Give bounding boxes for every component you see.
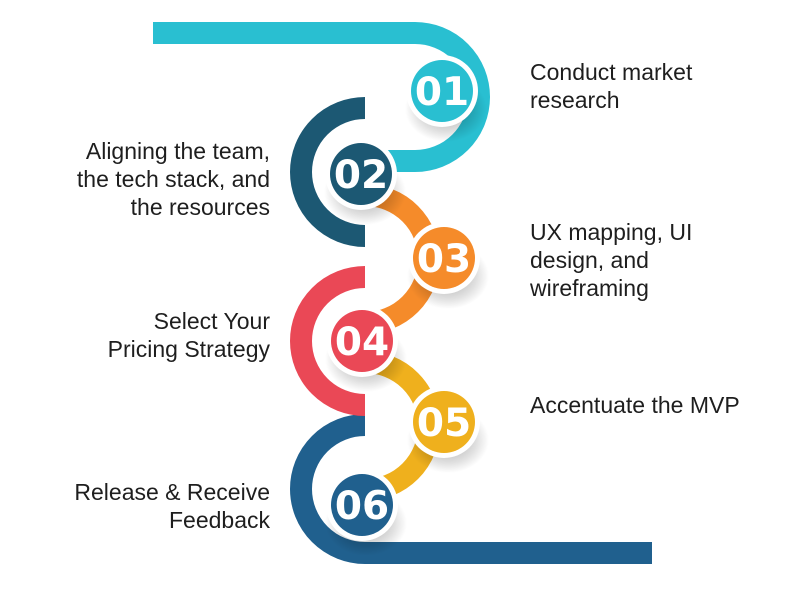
step-2-badge: 02 [324, 138, 406, 225]
step-1-label: Conduct market research [530, 58, 692, 114]
step-1-label-line: research [530, 87, 620, 113]
step-3-number: 03 [417, 237, 471, 282]
step-2-label-line: Aligning the team, [85, 138, 270, 164]
step-6-label-line: Release & Receive [74, 479, 270, 505]
step-4-badge: 04 [325, 305, 407, 392]
step-3-label: UX mapping, UI design, and wireframing [530, 218, 692, 302]
step-5-badge: 05 [407, 386, 489, 473]
step-3-label-line: design, and [530, 247, 649, 273]
step-5-label-line: Accentuate the MVP [530, 392, 740, 418]
step-2-number: 02 [334, 153, 388, 198]
step-2-label-line: the resources [130, 194, 270, 220]
step-4-label-line: Select Your [153, 308, 270, 334]
step-6-label: Release & Receive Feedback [74, 478, 270, 534]
step-2-label: Aligning the team, the tech stack, and t… [77, 137, 270, 221]
step-4-number: 04 [335, 320, 389, 365]
step-4-label-line: Pricing Strategy [107, 336, 270, 362]
step-6-badge: 06 [325, 469, 407, 556]
step-2-label-line: the tech stack, and [76, 166, 270, 192]
step-3-badge: 03 [407, 222, 489, 309]
step-1-number: 01 [415, 70, 469, 115]
step-1-label-line: Conduct market [530, 59, 693, 85]
step-3-label-line: wireframing [530, 275, 649, 301]
step-6-number: 06 [335, 484, 389, 529]
step-3-label-line: UX mapping, UI [530, 219, 693, 245]
step-5-number: 05 [417, 401, 471, 446]
step-5-label: Accentuate the MVP [530, 391, 740, 419]
step-6-label-line: Feedback [168, 507, 270, 533]
step-1-badge: 01 [405, 55, 487, 142]
ribbon-arc-4 [290, 266, 366, 416]
ribbon-arc-2 [290, 97, 366, 247]
step-4-label: Select Your Pricing Strategy [108, 307, 270, 363]
